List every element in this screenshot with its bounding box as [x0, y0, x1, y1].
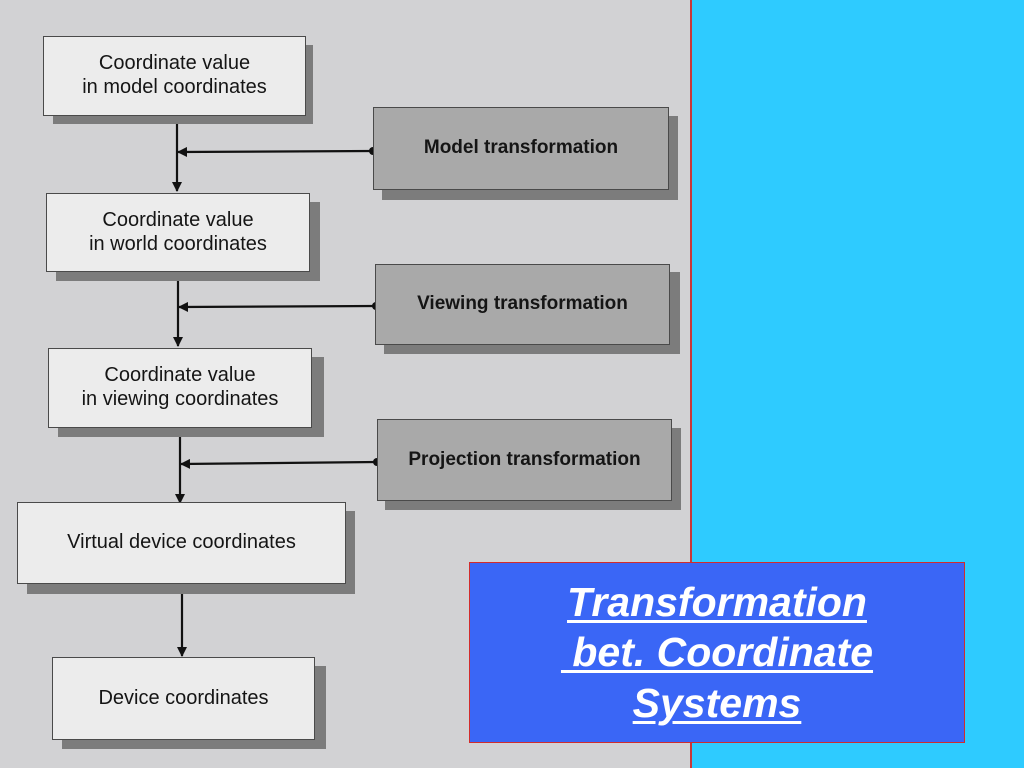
transform-box-model: Model transformation [373, 107, 669, 190]
transform-arrow-model [177, 146, 374, 157]
stage-label-line1: Coordinate value [98, 52, 251, 75]
title-line-3: Systems [632, 679, 802, 726]
transform-box-viewing: Viewing transformation [375, 264, 670, 345]
transform-label: Model transformation [423, 137, 619, 159]
stage-box-device-coordinates: Device coordinates [52, 657, 315, 740]
stage-label-line1: Virtual device coordinates [67, 531, 296, 554]
slide-title-box: Transformation bet. Coordinate Systems [469, 562, 965, 743]
transform-arrow-viewing [178, 301, 377, 312]
stage-label-line1: Coordinate value [102, 208, 254, 231]
transform-label: Viewing transformation [417, 293, 628, 315]
transform-arrow-projection [180, 458, 378, 469]
stage-label-line1: Coordinate value [104, 364, 256, 387]
title-line-1: Transformation [567, 579, 867, 626]
transform-label: Projection transformation [408, 448, 641, 470]
stage-label-line2: in model coordinates [82, 76, 267, 98]
title-line-2: bet. Coordinate [560, 629, 874, 676]
stage-label-line2: in viewing coordinates [81, 388, 279, 410]
transform-box-projection: Projection transformation [377, 419, 672, 501]
stage-box-virtual-device-coordinates: Virtual device coordinates [17, 502, 346, 584]
stage-label-line2: in world coordinates [89, 232, 267, 255]
stage-label-line1: Device coordinates [98, 686, 269, 709]
